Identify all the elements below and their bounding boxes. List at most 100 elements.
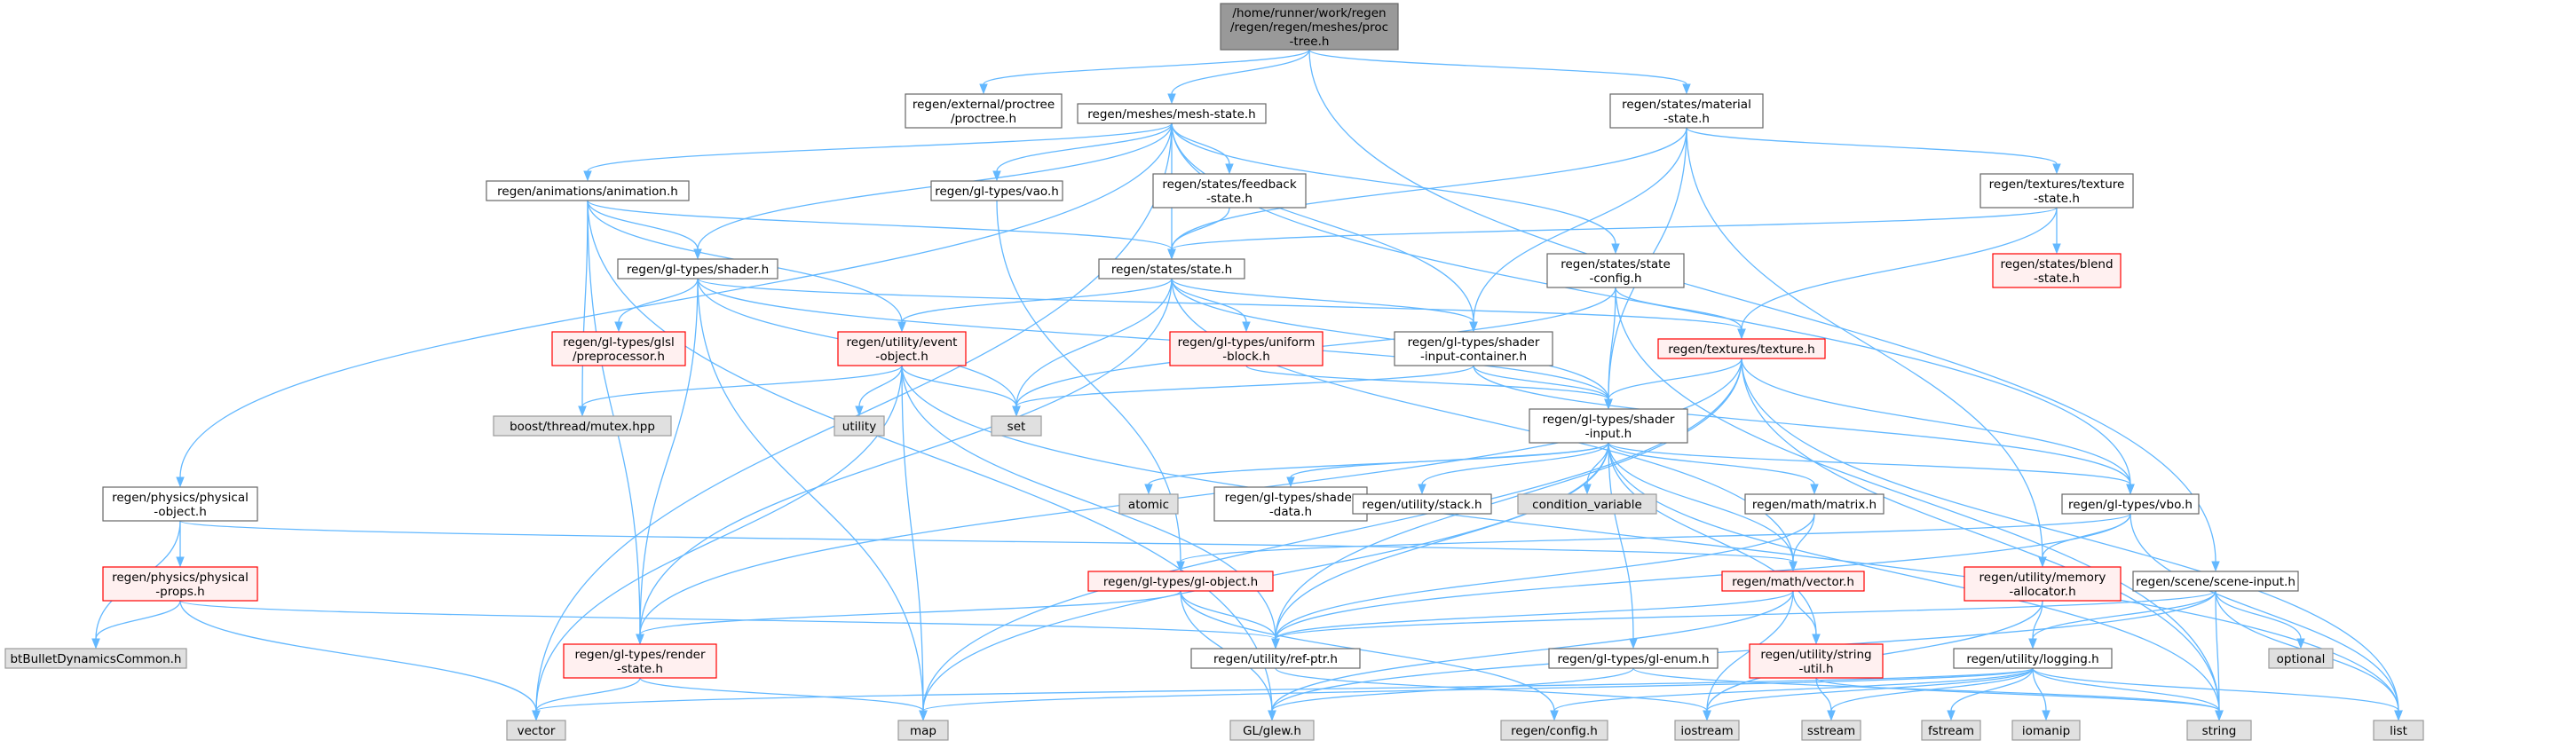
node-vbo[interactable]: regen/gl-types/vbo.h — [2061, 493, 2200, 515]
node-label-line: fstream — [1928, 724, 1974, 738]
node-state[interactable]: regen/states/state.h — [1098, 258, 1245, 280]
node-shader[interactable]: regen/gl-types/shader.h — [617, 258, 778, 280]
edge-sinput-to-stack — [1418, 442, 1609, 495]
node-refptr[interactable]: regen/utility/ref-ptr.h — [1190, 648, 1361, 669]
node-sdata[interactable]: regen/gl-types/shader-data.h — [1213, 486, 1368, 522]
node-condvar[interactable]: condition_variable — [1517, 493, 1657, 515]
edge-line — [587, 200, 699, 250]
edge-line — [1608, 442, 1794, 563]
node-label-line: -input.h — [1585, 427, 1632, 441]
edge-line — [1171, 49, 1310, 95]
node-box — [2061, 493, 2200, 515]
node-map[interactable]: map — [897, 720, 949, 741]
node-texstate[interactable]: regen/textures/texture-state.h — [1979, 173, 2134, 209]
edge-line — [1271, 590, 2216, 712]
edge-arrowhead — [1144, 484, 1153, 495]
node-renderstate[interactable]: regen/gl-types/render-state.h — [563, 643, 717, 679]
edge-sinput-to-matrix — [1608, 442, 1819, 495]
edge-arrowhead — [1789, 561, 1798, 572]
node-glenum[interactable]: regen/gl-types/gl-enum.h — [1548, 648, 1719, 669]
node-stack[interactable]: regen/utility/stack.h — [1352, 493, 1492, 515]
edge-logging-to-string — [2032, 667, 2224, 721]
node-physprops[interactable]: regen/physics/physical-props.h — [102, 566, 258, 602]
node-label-line: regen/utility/string — [1760, 648, 1871, 662]
edge-arrowhead — [1550, 710, 1559, 721]
edge-event-to-map — [901, 365, 928, 721]
node-iostream[interactable]: iostream — [1674, 720, 1740, 741]
node-strutil[interactable]: regen/utility/string-util.h — [1749, 643, 1884, 679]
edge-sceneinput-to-logging — [2028, 590, 2216, 650]
edge-arrowhead — [1242, 321, 1251, 333]
node-string[interactable]: string — [2186, 720, 2252, 741]
node-box — [1546, 253, 1685, 288]
node-label-line: -config.h — [1589, 272, 1641, 286]
node-sinput[interactable]: regen/gl-types/shader-input.h — [1529, 408, 1688, 444]
node-procext[interactable]: regen/external/proctree/proctree.h — [905, 93, 1063, 129]
node-event[interactable]: regen/utility/event-object.h — [837, 331, 967, 366]
node-box — [102, 486, 258, 522]
edge-arrowhead — [1469, 321, 1478, 333]
node-label-line: -state.h — [2034, 272, 2080, 286]
node-glew[interactable]: GL/glew.h — [1229, 720, 1315, 741]
node-vector[interactable]: regen/math/vector.h — [1721, 571, 1865, 592]
node-box — [837, 331, 967, 366]
node-box — [930, 180, 1063, 201]
node-feedback[interactable]: regen/states/feedback-state.h — [1152, 173, 1307, 209]
edge-line — [639, 278, 1173, 635]
node-set[interactable]: set — [991, 415, 1042, 437]
node-fstream[interactable]: fstream — [1921, 720, 1981, 741]
node-config[interactable]: regen/config.h — [1500, 720, 1608, 741]
node-label-line: regen/gl-types/shader.h — [627, 263, 769, 277]
edge-arrowhead — [2394, 710, 2403, 721]
node-stateconfig[interactable]: regen/states/state-config.h — [1546, 253, 1685, 288]
node-anim[interactable]: regen/animations/animation.h — [486, 180, 690, 201]
node-blend[interactable]: regen/states/blend-state.h — [1992, 253, 2122, 288]
node-sstream[interactable]: sstream — [1801, 720, 1861, 741]
edge-line — [1275, 590, 1794, 640]
node-box — [1098, 258, 1245, 280]
node-glslpre[interactable]: regen/gl-types/glsl/preprocessor.h — [551, 331, 686, 366]
node-box — [2011, 720, 2081, 741]
node-bullet[interactable]: btBulletDynamicsCommon.h — [4, 648, 187, 669]
node-list[interactable]: list — [2373, 720, 2424, 741]
node-label-line: regen/gl-types/shader — [1543, 413, 1675, 427]
edge-line — [1741, 358, 2399, 712]
edge-physprops-to-bullet — [91, 600, 181, 650]
node-utility[interactable]: utility — [834, 415, 885, 437]
node-matrix[interactable]: regen/math/matrix.h — [1744, 493, 1885, 515]
node-globj[interactable]: regen/gl-types/gl-object.h — [1087, 571, 1274, 592]
edge-arrowhead — [855, 405, 864, 417]
edge-line — [535, 667, 2034, 712]
edge-arrowhead — [176, 476, 185, 488]
node-uniform[interactable]: regen/gl-types/uniform-block.h — [1169, 331, 1324, 366]
node-label-line: regen/gl-types/gl-object.h — [1103, 575, 1258, 589]
node-stdvector[interactable]: vector — [506, 720, 566, 741]
node-box — [1657, 338, 1826, 359]
edge-arrowhead — [1167, 93, 1176, 105]
node-mutex[interactable]: boost/thread/mutex.hpp — [493, 415, 672, 437]
edge-arrowhead — [1012, 405, 1021, 417]
node-material[interactable]: regen/states/material-state.h — [1609, 93, 1764, 129]
node-atomic[interactable]: atomic — [1118, 493, 1179, 515]
edge-line — [1171, 207, 1230, 250]
edge-line — [1792, 590, 1817, 635]
node-label-line: -allocator.h — [2009, 585, 2075, 599]
edge-arrowhead — [91, 638, 100, 650]
node-sic[interactable]: regen/gl-types/shader-input-container.h — [1394, 331, 1553, 366]
edge-line — [1421, 442, 1609, 485]
node-root[interactable]: /home/runner/work/regen/regen/regen/mesh… — [1220, 3, 1399, 51]
edge-meshstate-to-physobj — [176, 122, 1173, 488]
edge-arrowhead — [1271, 638, 1280, 650]
node-vao[interactable]: regen/gl-types/vao.h — [930, 180, 1063, 201]
edge-line — [581, 200, 589, 407]
node-optional[interactable]: optional — [2268, 648, 2334, 669]
node-sceneinput[interactable]: regen/scene/scene-input.h — [2132, 571, 2299, 592]
node-texture[interactable]: regen/textures/texture.h — [1657, 338, 1826, 359]
node-memalloc[interactable]: regen/utility/memory-allocator.h — [1964, 566, 2122, 602]
edge-line — [1615, 287, 2220, 712]
edge-arrowhead — [583, 170, 592, 182]
node-iomanip[interactable]: iomanip — [2011, 720, 2081, 741]
node-logging[interactable]: regen/utility/logging.h — [1953, 648, 2113, 669]
node-physobj[interactable]: regen/physics/physical-object.h — [102, 486, 258, 522]
node-meshstate[interactable]: regen/meshes/mesh-state.h — [1077, 103, 1267, 124]
